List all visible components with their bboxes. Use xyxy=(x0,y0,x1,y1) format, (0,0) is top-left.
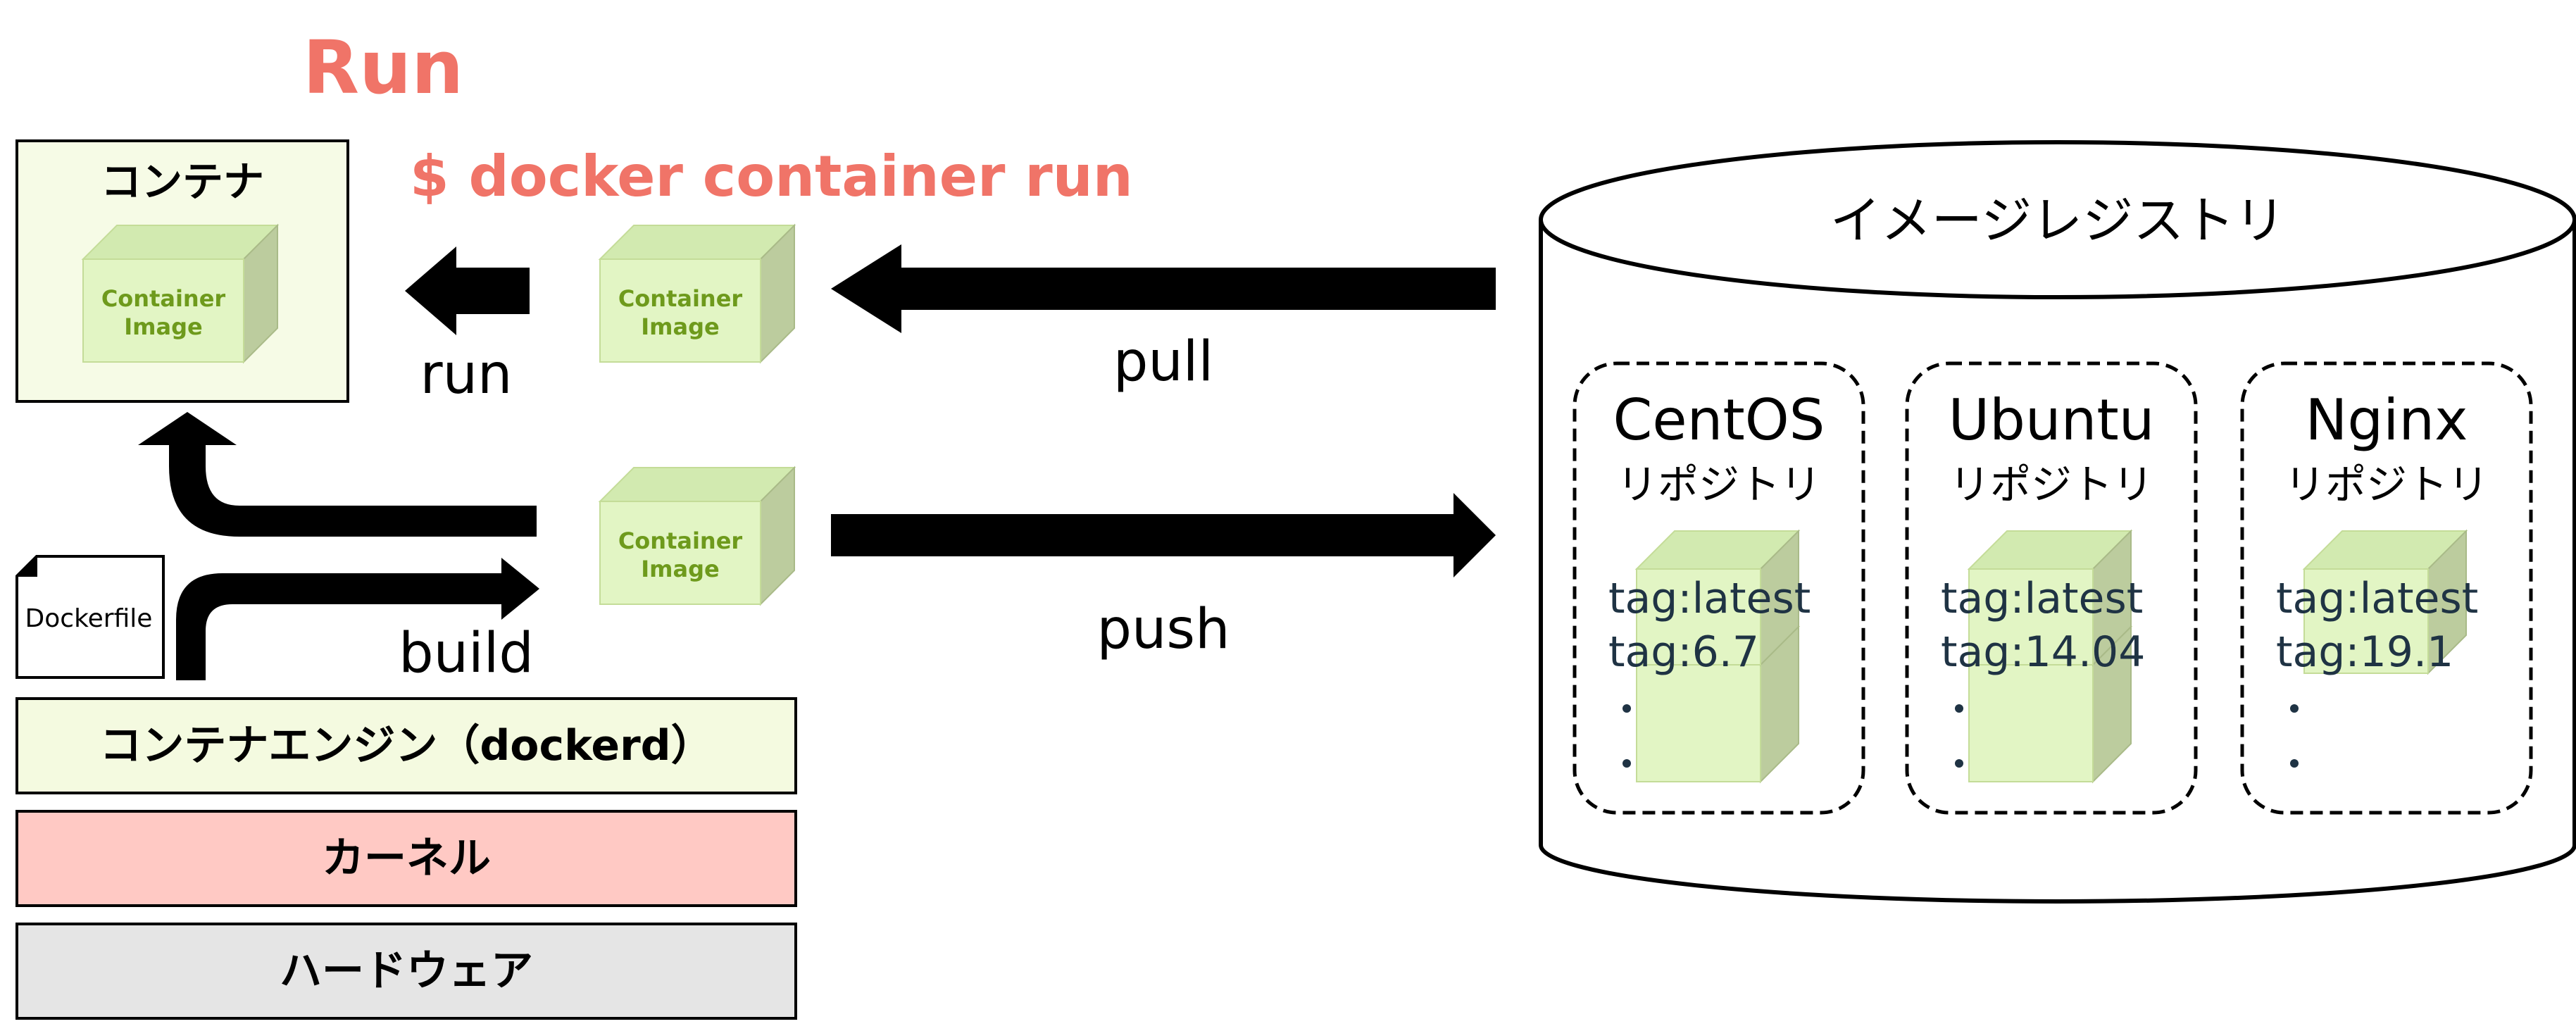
repository-suffix: リポジトリ xyxy=(1949,461,2153,508)
ellipsis-dot xyxy=(1622,704,1631,713)
push-arrow xyxy=(831,493,1496,577)
repo-image-cube-lower-front-face xyxy=(1636,664,1761,782)
layer-label: コンテナエンジン（dockerd） xyxy=(99,721,713,770)
dockerfile-corner xyxy=(17,556,37,577)
repository-tag: tag:19.1 xyxy=(2276,627,2453,677)
run-label: run xyxy=(420,343,513,406)
repository-tag: tag:latest xyxy=(2276,574,2478,623)
pull-arrow xyxy=(831,244,1496,333)
diagram-title: Run xyxy=(303,25,463,111)
repo-image-cube-front-face xyxy=(1636,568,1761,666)
repository-suffix: リポジトリ xyxy=(2284,461,2489,508)
container-return-arrow-shape xyxy=(138,412,537,537)
repo-image-cube-lower-front-face xyxy=(1968,664,2094,782)
ellipsis-dot xyxy=(2290,759,2299,768)
built-image-cube-label-line: Container xyxy=(618,527,743,554)
pull-label: pull xyxy=(1113,330,1213,394)
repository-tag: tag:6.7 xyxy=(1608,627,1759,677)
layer-box xyxy=(15,810,797,907)
container-box-label: コンテナ xyxy=(101,158,264,206)
repo-image-cube-front-face xyxy=(1968,568,2094,666)
pulled-image-cube-label-line: Container xyxy=(618,285,743,312)
layer-box xyxy=(15,697,797,794)
build-arrow xyxy=(176,558,539,680)
dockerfile-icon xyxy=(15,555,165,679)
registry-label: イメージレジストリ xyxy=(1830,191,2286,250)
registry-cylinder-top xyxy=(1539,140,2576,299)
repository-list: CentOSリポジトリtag:latesttag:6.7Ubuntuリポジトリt… xyxy=(1573,361,2533,815)
build-label: build xyxy=(399,622,534,685)
repository-name: Ubuntu xyxy=(1949,387,2155,453)
layer-box xyxy=(15,923,797,1020)
pulled-image-cube-front-face xyxy=(599,258,761,363)
container-image-cube-label-line: Image xyxy=(124,313,202,340)
run-arrow xyxy=(405,246,530,335)
built-image-cube-label-line: Image xyxy=(641,556,719,582)
push-label: push xyxy=(1096,598,1230,661)
ellipsis-dot xyxy=(1622,759,1631,768)
layer-label: ハードウェア xyxy=(280,946,533,996)
repository-tag: tag:latest xyxy=(1608,574,1811,623)
repository-tag: tag:latest xyxy=(1941,574,2143,623)
layer-label: カーネル xyxy=(322,834,491,883)
ellipsis-dot xyxy=(1955,759,1963,768)
ellipsis-dot xyxy=(1955,704,1963,713)
ellipsis-dot xyxy=(2290,704,2299,713)
repository-name: CentOS xyxy=(1613,387,1825,453)
container-image-cube-label-line: Container xyxy=(101,285,226,312)
repository-suffix: リポジトリ xyxy=(1617,461,1821,508)
repo-image-cube-front-face xyxy=(2303,568,2429,674)
pulled-image-cube-label-line: Image xyxy=(641,313,719,340)
dockerfile-label: Dockerfile xyxy=(25,604,153,633)
command-text: $ docker container run xyxy=(410,144,1133,209)
built-image-cube-front-face xyxy=(599,501,761,605)
repository-tag: tag:14.04 xyxy=(1941,627,2145,677)
repository-name: Nginx xyxy=(2306,387,2468,453)
container-image-cube-front-face xyxy=(82,258,244,363)
